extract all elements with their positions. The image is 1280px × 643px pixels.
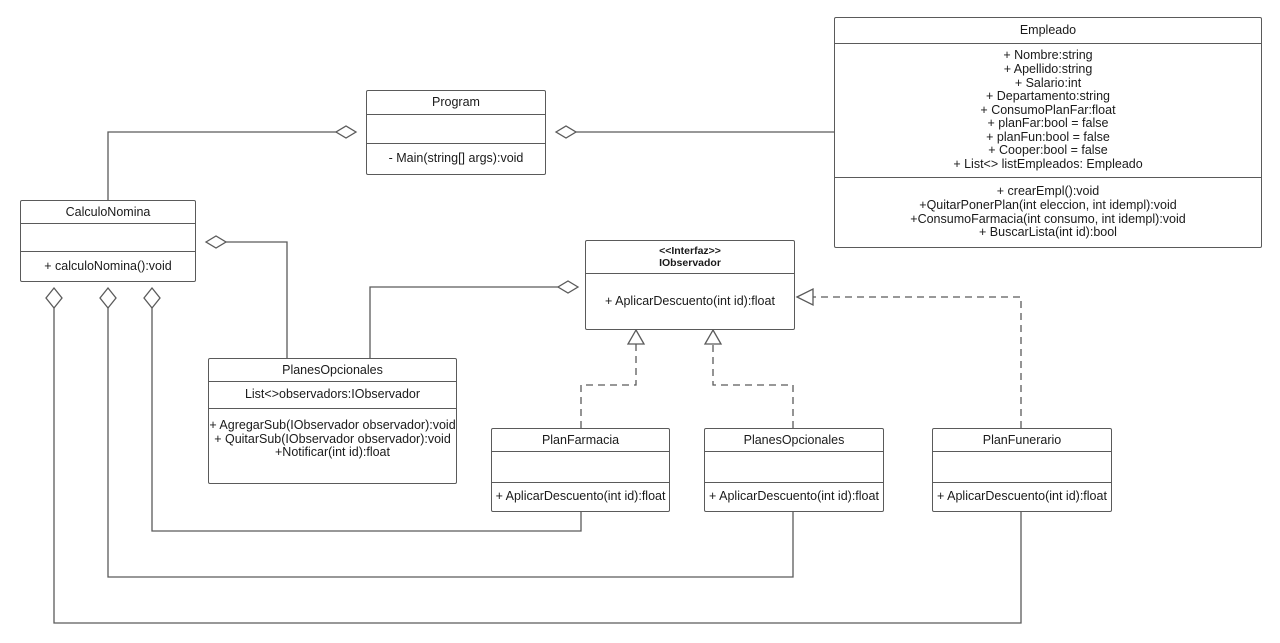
class-attributes-planfunerario [933, 451, 1111, 482]
class-attributes-planesopcionales-impl [705, 451, 883, 482]
class-box-calculonomina[interactable]: CalculoNomina + calculoNomina():void [20, 200, 196, 282]
class-title-calculonomina: CalculoNomina [65, 204, 151, 219]
class-attributes-calculonomina [21, 223, 195, 251]
class-title-empleado: Empleado [1019, 23, 1077, 37]
class-operations-planfunerario: + AplicarDescuento(int id):float [933, 482, 1111, 511]
rel-planesopcionalesimpl-iobservador [703, 328, 794, 428]
rel-program-calculonomina [107, 125, 358, 200]
class-title-planfunerario: PlanFunerario [982, 432, 1062, 447]
class-box-planesopcionales-subject[interactable]: PlanesOpcionales List<>observadors:IObse… [208, 358, 457, 484]
rel-planfarmacia-iobservador [580, 328, 646, 428]
rel-planfunerario-iobservador [795, 287, 1022, 428]
class-box-iobservador[interactable]: <<Interfaz>> IObservador + AplicarDescue… [585, 240, 795, 330]
class-operations-planesopcionales-subject: + AgregarSub(IObservador observador):voi… [209, 408, 456, 483]
rel-planesopcionales-iobservador [369, 280, 580, 358]
class-title-iobservador: <<Interfaz>> IObservador [659, 245, 721, 269]
class-title-planesopcionales-impl: PlanesOpcionales [743, 432, 845, 447]
class-box-planfunerario[interactable]: PlanFunerario + AplicarDescuento(int id)… [932, 428, 1112, 512]
class-operations-planesopcionales-impl: + AplicarDescuento(int id):float [705, 482, 883, 511]
class-box-program[interactable]: Program - Main(string[] args):void [366, 90, 546, 175]
class-box-planfarmacia[interactable]: PlanFarmacia + AplicarDescuento(int id):… [491, 428, 670, 512]
class-box-empleado[interactable]: Empleado + Nombre:string + Apellido:stri… [834, 17, 1262, 248]
class-title-program: Program [432, 95, 480, 109]
class-operations-calculonomina: + calculoNomina():void [21, 251, 195, 281]
class-operations-iobservador: + AplicarDescuento(int id):float [586, 273, 794, 329]
class-title-planfarmacia: PlanFarmacia [541, 432, 620, 447]
class-title-planesopcionales-subject: PlanesOpcionales [282, 362, 383, 377]
class-attributes-planfarmacia [492, 451, 669, 482]
class-attributes-planesopcionales-subject: List<>observadors:IObservador [209, 381, 456, 408]
rel-calculonomina-planesopcionales [204, 235, 288, 358]
class-operations-planfarmacia: + AplicarDescuento(int id):float [492, 482, 669, 511]
class-attributes-program [367, 114, 545, 143]
rel-program-empleado [554, 125, 834, 139]
class-operations-program: - Main(string[] args):void [367, 143, 545, 174]
class-operations-empleado: + crearEmpl():void +QuitarPonerPlan(int … [835, 177, 1261, 247]
class-box-planesopcionales-impl[interactable]: PlanesOpcionales + AplicarDescuento(int … [704, 428, 884, 512]
class-attributes-empleado: + Nombre:string + Apellido:string + Sala… [835, 43, 1261, 177]
interface-stereotype: <<Interfaz>> [659, 245, 721, 257]
